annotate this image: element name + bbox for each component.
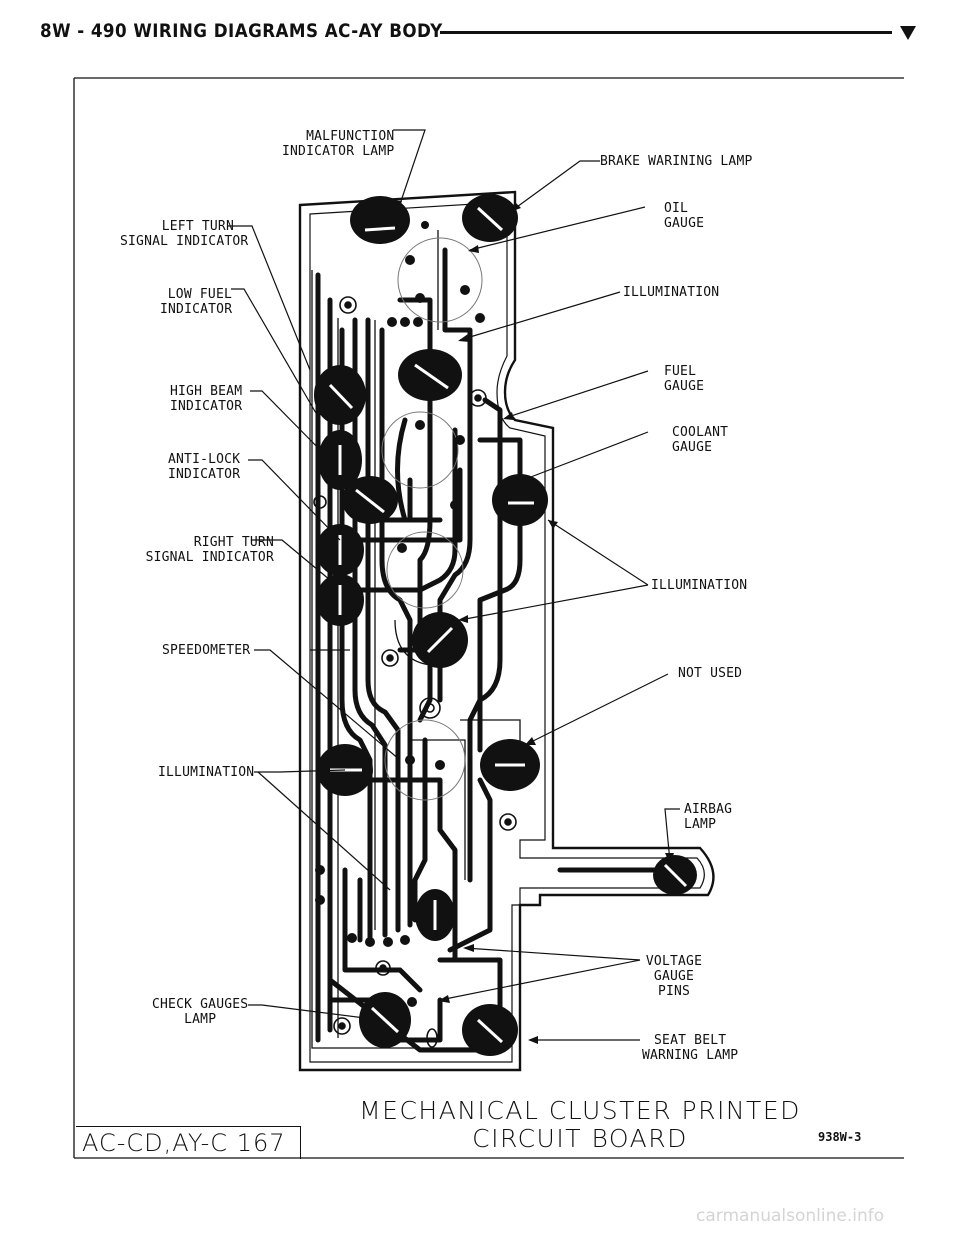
label-oil-gauge: OIL GAUGE: [664, 201, 705, 231]
label-not-used: NOT USED: [678, 666, 743, 681]
label-brake-warning-lamp: BRAKE WARINING LAMP: [600, 154, 753, 169]
label-speedometer: SPEEDOMETER: [162, 643, 251, 658]
label-illumination-3: ILLUMINATION: [158, 765, 255, 780]
caption-line-2: CIRCUIT BOARD: [472, 1124, 688, 1153]
label-left-turn-signal-indicator: LEFT TURN SIGNAL INDICATOR: [120, 219, 249, 249]
leader-lines: [228, 129, 680, 1041]
mounting-holes: [313, 296, 517, 1048]
circuit-traces: [315, 247, 693, 1053]
small-pads: [315, 221, 485, 1007]
label-check-gauges-lamp: CHECK GAUGES LAMP: [152, 997, 249, 1027]
label-seat-belt-warning-lamp: SEAT BELT WARNING LAMP: [642, 1033, 739, 1063]
header-title: 8W - 490 WIRING DIAGRAMS AC-AY BODY: [40, 20, 443, 42]
label-airbag-lamp: AIRBAG LAMP: [684, 802, 733, 832]
gauge-circles: [381, 237, 483, 801]
label-right-turn-signal-indicator: RIGHT TURN SIGNAL INDICATOR: [145, 535, 274, 565]
label-illumination-1: ILLUMINATION: [623, 285, 720, 300]
label-illumination-2: ILLUMINATION: [651, 578, 748, 593]
label-high-beam-indicator: HIGH BEAM INDICATOR: [170, 384, 243, 414]
label-voltage-gauge-pins: VOLTAGE GAUGE PINS: [645, 954, 703, 999]
board-outline: [298, 190, 715, 1072]
caption-line-1: MECHANICAL CLUSTER PRINTED: [359, 1096, 801, 1125]
header-triangle-icon: [900, 26, 916, 40]
document-code: AC-CD,AY-C 167: [76, 1126, 301, 1159]
label-low-fuel-indicator: LOW FUEL INDICATOR: [160, 287, 233, 317]
watermark: carmanualsonline.info: [696, 1206, 885, 1226]
page-header: 8W - 490 WIRING DIAGRAMS AC-AY BODY: [40, 20, 920, 50]
label-anti-lock-indicator: ANTI-LOCK INDICATOR: [168, 452, 241, 482]
figure-reference: 938W-3: [818, 1130, 862, 1144]
arrow-heads: [394, 200, 674, 1044]
socket-slots: [328, 206, 688, 1044]
label-fuel-gauge: FUEL GAUGE: [664, 364, 705, 394]
header-rule: [440, 31, 892, 34]
diagram-frame: [73, 77, 904, 1159]
label-malfunction-indicator-lamp: MALFUNCTION INDICATOR LAMP: [282, 129, 395, 159]
label-coolant-gauge: COOLANT GAUGE: [672, 425, 729, 455]
